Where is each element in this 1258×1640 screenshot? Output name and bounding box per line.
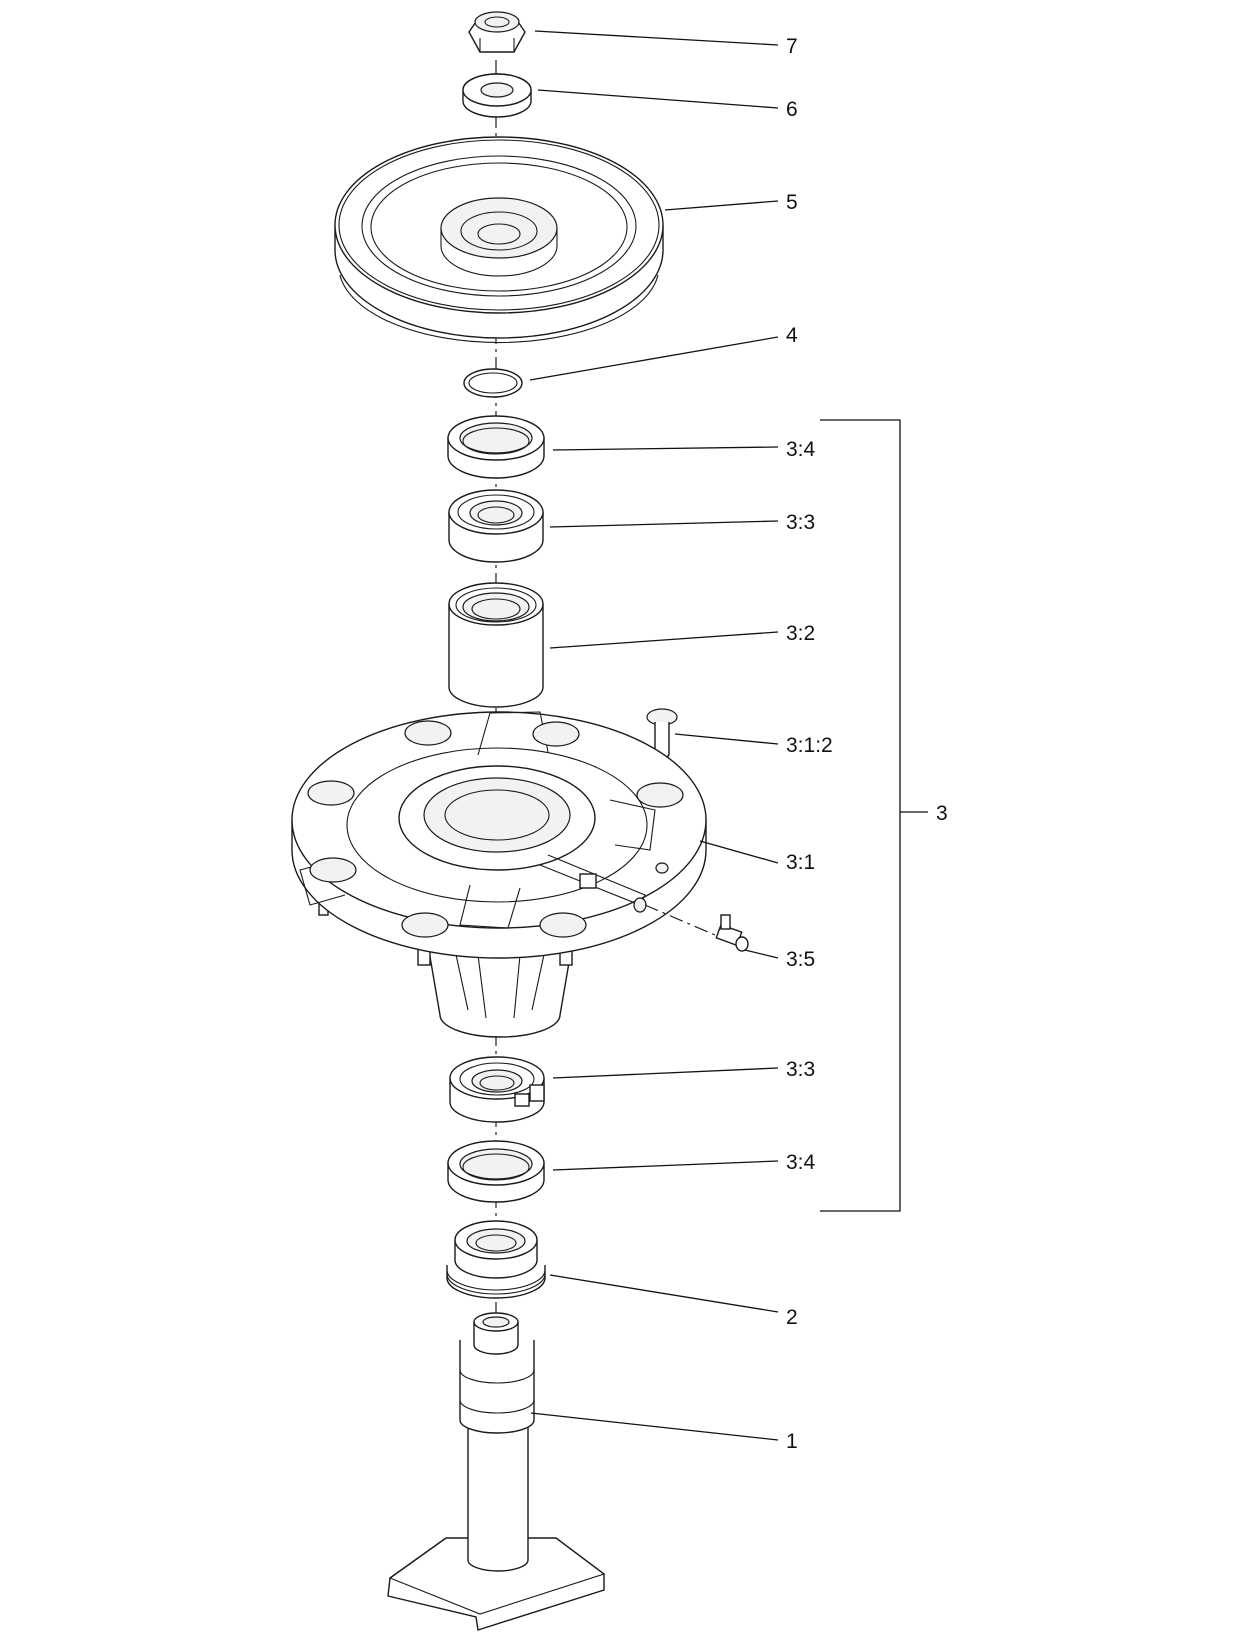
callout-1: 1 <box>786 1430 798 1453</box>
part-3-3-bearing-top <box>448 489 544 563</box>
callout-3-3-bottom: 3:3 <box>786 1058 815 1081</box>
part-3-4-seal-bottom <box>447 1140 545 1203</box>
callout-7: 7 <box>786 35 798 58</box>
part-2-cap <box>446 1220 546 1299</box>
callout-3-5: 3:5 <box>786 948 815 971</box>
part-3-3-bearing-bottom <box>449 1056 545 1123</box>
callout-6: 6 <box>786 98 798 121</box>
callout-2: 2 <box>786 1306 798 1329</box>
part-3-4-seal-top <box>447 415 545 479</box>
callout-labels: 7 6 5 4 3:4 3:3 3:2 3:1:2 3 3:1 3:5 3:3 … <box>786 35 948 1453</box>
part-5-pulley <box>334 136 664 344</box>
callout-4: 4 <box>786 324 798 347</box>
callout-3-2: 3:2 <box>786 622 815 645</box>
part-3-1-2-pin <box>646 708 678 860</box>
part-6-washer <box>462 73 532 118</box>
part-3-5-grease-fitting <box>644 904 749 952</box>
callout-3-3-top: 3:3 <box>786 511 815 534</box>
leader-lines <box>529 30 928 1441</box>
callout-3: 3 <box>936 802 948 825</box>
callout-3-4-top: 3:4 <box>786 438 816 461</box>
callout-3-4-bottom: 3:4 <box>786 1151 816 1174</box>
part-1-spindle <box>387 1312 606 1631</box>
callout-5: 5 <box>786 191 798 214</box>
part-3-2-spacer <box>448 582 544 708</box>
part-4-ring <box>463 368 523 398</box>
part-7-hex-nut <box>468 11 526 53</box>
callout-3-1: 3:1 <box>786 851 815 874</box>
callout-3-1-2: 3:1:2 <box>786 734 833 757</box>
part-3-1-housing <box>291 711 707 1038</box>
